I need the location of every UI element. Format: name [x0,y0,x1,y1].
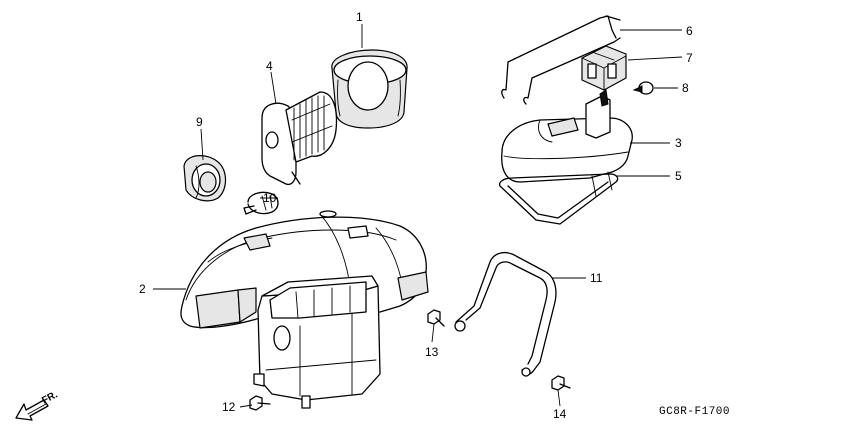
callout-2: 2 [139,282,146,296]
callout-11: 11 [590,271,603,285]
part-12-bolt [249,395,271,411]
part-13-bolt [427,309,445,327]
part-5-gasket [498,173,619,225]
part-2-case [180,210,429,409]
callout-10: 10 [263,191,277,205]
part-8-clip [632,81,654,95]
callout-14: 14 [553,407,567,421]
part-11-strap [454,251,557,377]
callout-13: 13 [425,345,439,359]
callout-9: 9 [196,115,203,129]
callout-5: 5 [675,169,682,183]
part-9-grommet [183,155,227,202]
callout-7: 7 [686,51,693,65]
callout-4: 4 [266,59,273,73]
callout-8: 8 [682,81,689,95]
part-4-element-holder [261,91,338,186]
diagram-code: GC8R-F1700 [659,406,730,418]
front-arrow-icon [15,399,49,421]
part-6-wire-clip [501,15,621,105]
front-indicator-label: FR. [40,389,60,406]
callout-6: 6 [686,24,693,38]
part-1-filter-element [331,49,408,129]
part-7-rubber-mount [581,45,627,91]
part-3-cover [501,89,633,197]
callout-1: 1 [356,10,363,24]
callout-3: 3 [675,136,682,150]
leader-lines [153,24,683,408]
part-14-bolt [551,375,571,391]
callout-12: 12 [222,400,236,414]
